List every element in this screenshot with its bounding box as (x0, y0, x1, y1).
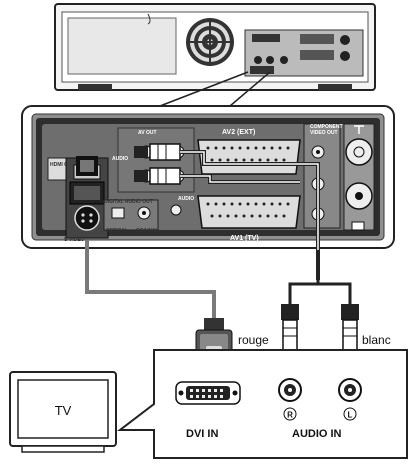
s-video-jack (75, 206, 99, 230)
audio-cable-red (290, 250, 318, 306)
av1-scart-port (198, 196, 300, 228)
av-out-label: AV OUT (138, 130, 157, 136)
jack-r-label: R (287, 411, 293, 420)
tv-label: TV (55, 403, 72, 418)
dvi-in-port (176, 382, 240, 404)
av2-ext-label: AV2 (EXT) (222, 129, 255, 136)
audio-in-jack-l (339, 379, 361, 401)
s-video-label: S-VIDEO (64, 237, 85, 243)
hdmi-dvi-cable (87, 240, 214, 326)
rouge-label: rouge (238, 333, 269, 347)
av2-scart-port (198, 140, 300, 174)
tv-small-icon (352, 222, 364, 230)
recorder-unit (55, 4, 375, 90)
jack-l-label: L (348, 411, 353, 420)
audio-cable-white (318, 284, 350, 306)
component-label-line2: VIDEO OUT (310, 130, 338, 136)
rear-panel-zoom: HDMI OUT S-VIDEO DIGITAL AUDIO OUT OPTIC… (22, 106, 394, 280)
optical-jack (112, 208, 124, 218)
dvi-in-label: DVI IN (186, 428, 218, 440)
audio-in-jack-r (279, 379, 301, 401)
audio-in-label: AUDIO IN (292, 428, 342, 440)
fan-icon (186, 18, 234, 66)
digital-audio-out-label: DIGITAL AUDIO OUT (104, 199, 153, 205)
audio-label-2: AUDIO (178, 196, 194, 202)
tv-rear-callout (120, 350, 407, 458)
coaxial-label: COAXIAL (136, 228, 159, 234)
audio-label: AUDIO (112, 156, 128, 162)
rear-connector-cluster (245, 30, 363, 76)
antenna-in-port (346, 139, 372, 165)
optical-label: OPTICAL (106, 228, 128, 234)
blanc-label: blanc (362, 333, 391, 347)
av1-tv-label: AV1 (TV) (230, 235, 259, 242)
